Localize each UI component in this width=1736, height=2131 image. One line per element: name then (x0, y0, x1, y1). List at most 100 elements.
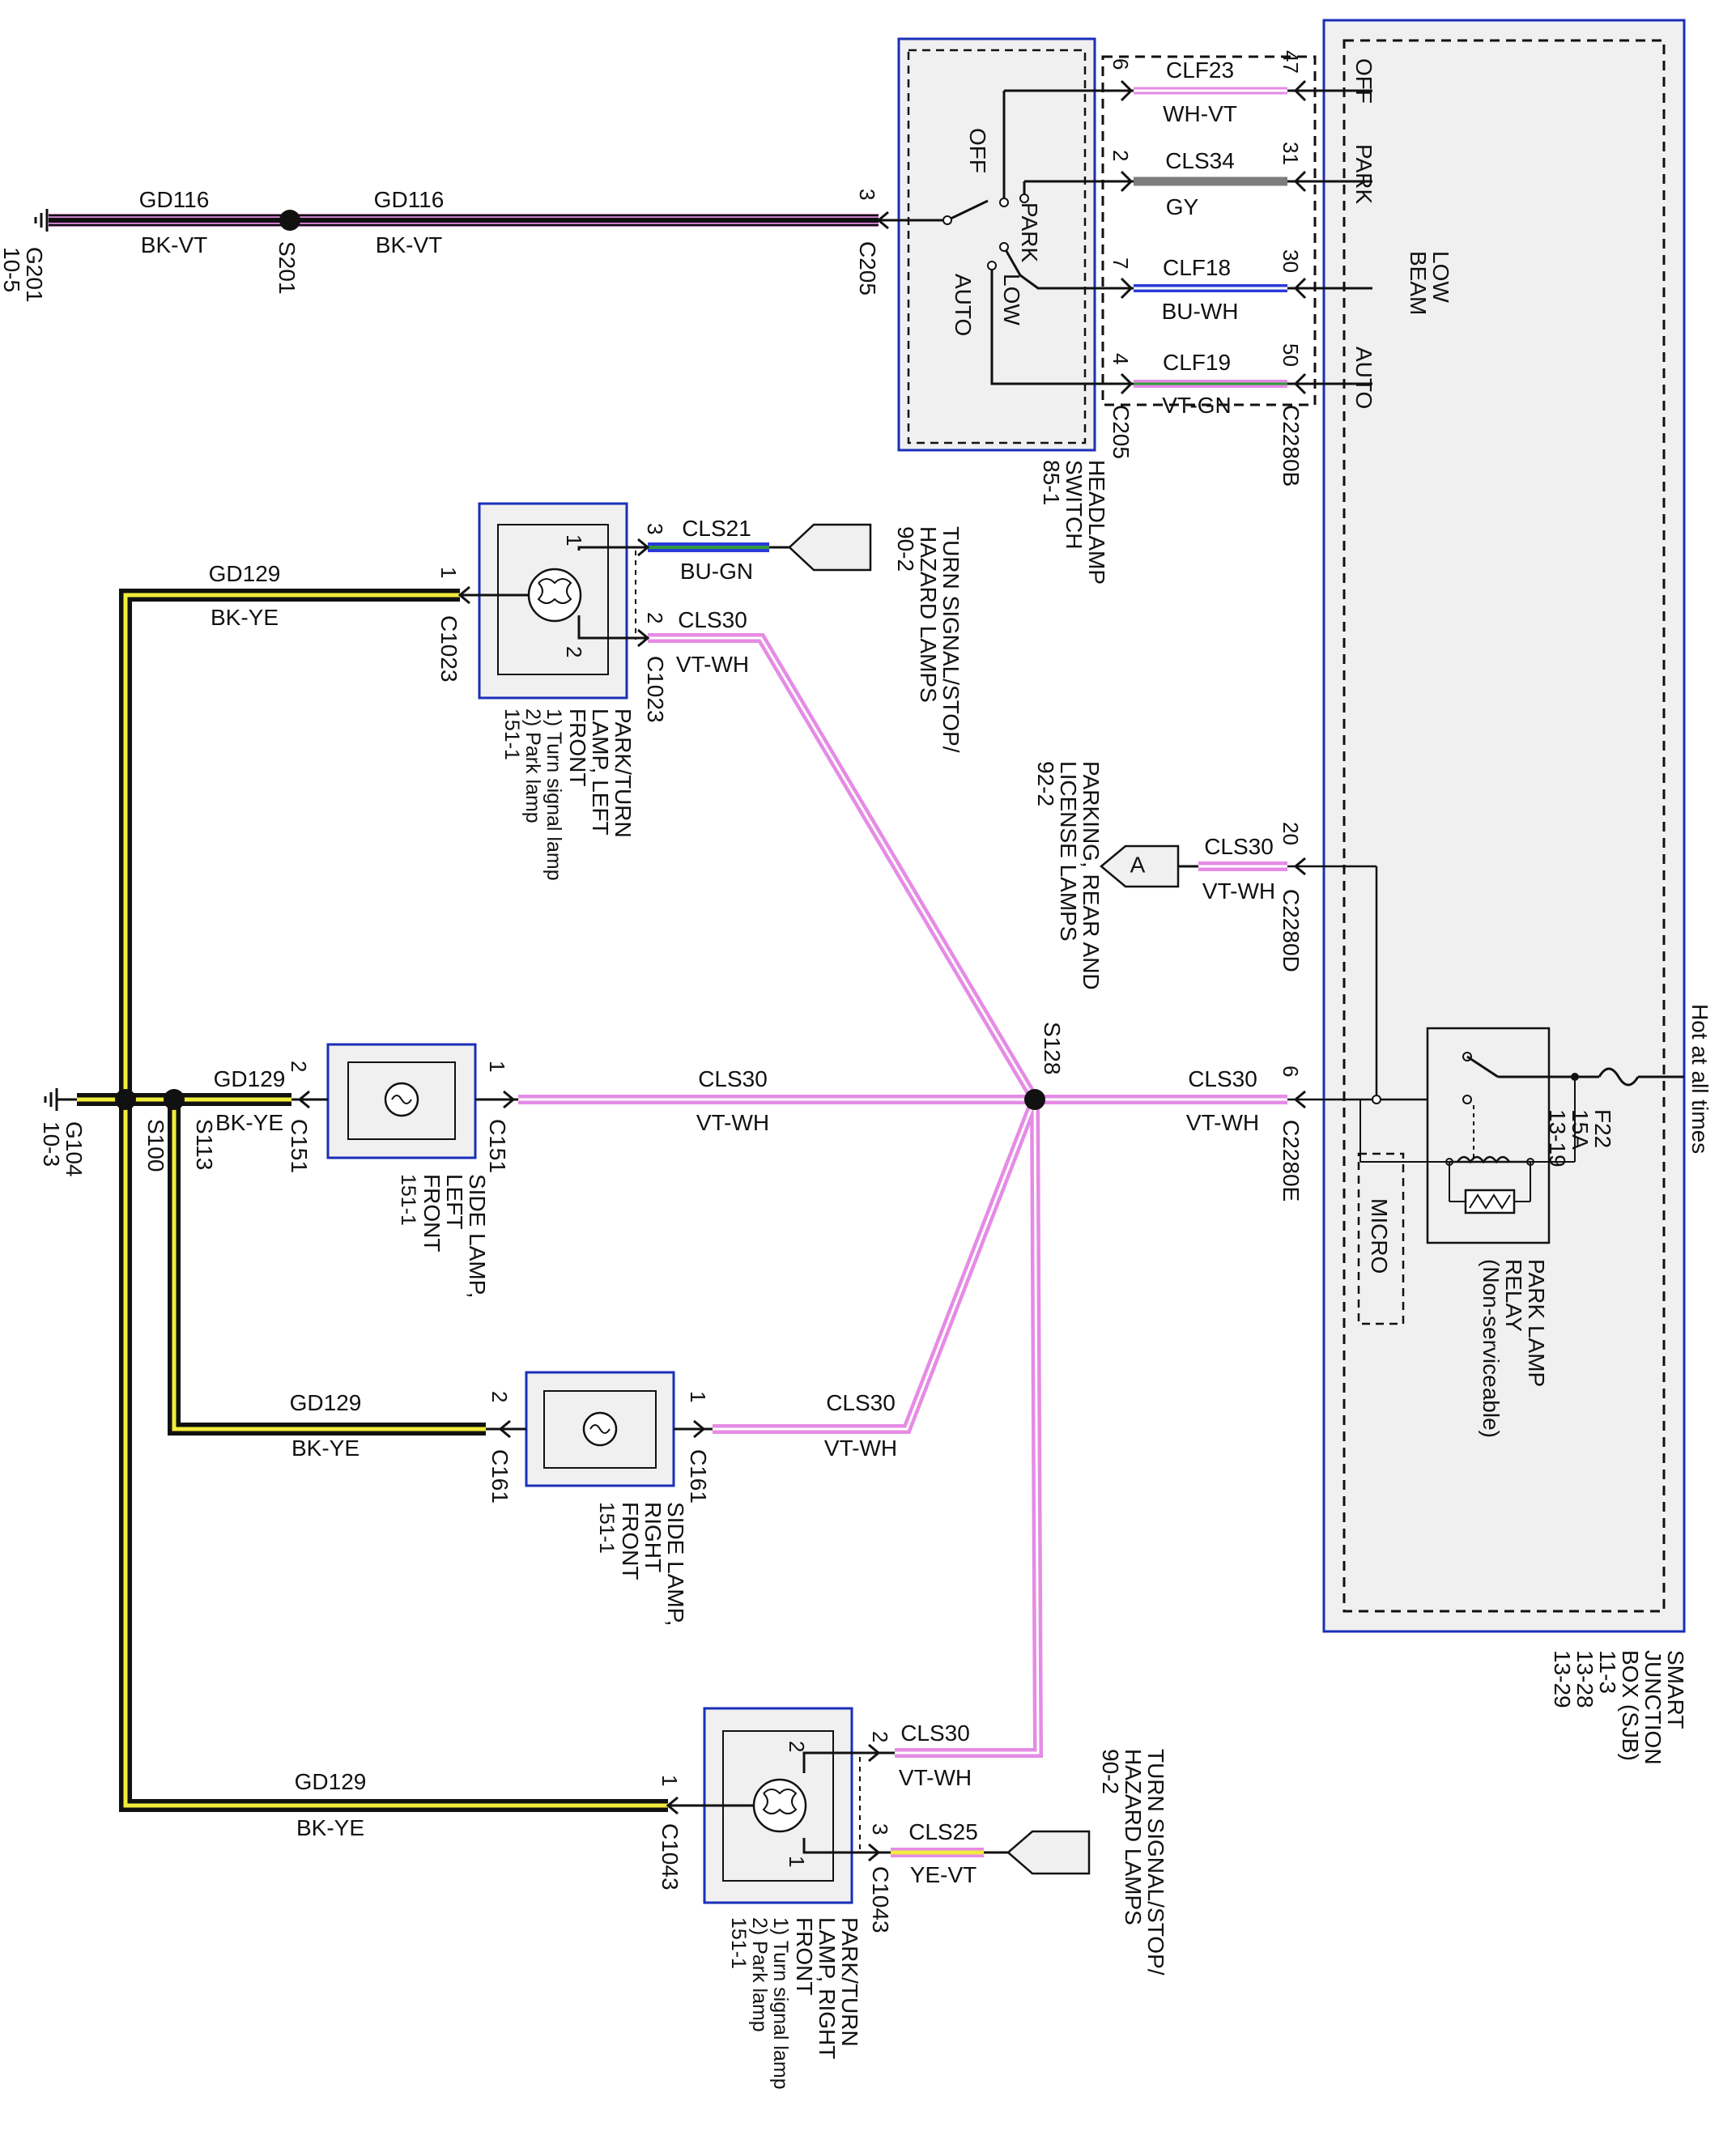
sjb-pin-20: 20 (1279, 822, 1303, 845)
relay-line2: RELAY (1501, 1259, 1526, 1332)
turn-top-line3: 90-2 (893, 526, 918, 572)
hot-at-all-times: Hot at all times (1687, 1004, 1713, 1154)
gd129-c1023-circuit: GD129 (209, 561, 281, 586)
cls30-c1023-color: VT-WH (676, 652, 749, 677)
relay-line1: PARK LAMP (1524, 1259, 1549, 1387)
c161-right-label: C161 (686, 1449, 711, 1504)
cls30-c151-color: VT-WH (696, 1110, 769, 1135)
gd129-c161-circuit: GD129 (290, 1390, 362, 1415)
c205-pin-3: 3 (855, 189, 879, 200)
c205-pin-4: 4 (1108, 353, 1133, 364)
gd116-right-circuit: GD116 (374, 187, 445, 212)
sjb-line1: SMART (1663, 1650, 1688, 1729)
cls30-c1043-circuit: CLS30 (900, 1721, 970, 1746)
lamp1043-pin-2: 2 (785, 1741, 809, 1752)
sjb-pin-50: 50 (1279, 343, 1303, 367)
splice-s128-dot (1024, 1089, 1045, 1110)
pt-right-line3: FRONT (792, 1917, 817, 1995)
cls30-c2280d-circuit: CLS30 (1204, 834, 1274, 859)
headlamp-switch-line2: SWITCH (1062, 460, 1087, 549)
turn-top-line2: HAZARD LAMPS (916, 526, 941, 703)
side-right-line3: FRONT (618, 1502, 643, 1580)
splice-s201-dot (279, 210, 300, 231)
smart-junction-box (1322, 19, 1686, 1633)
pt-left-line3: FRONT (565, 708, 590, 786)
c2280d-label: C2280D (1279, 889, 1304, 972)
side-left-line2: LEFT (442, 1174, 467, 1229)
side-right-line1: SIDE LAMP, (663, 1502, 688, 1627)
park-turn-lamp-left-front (460, 502, 648, 700)
gd116-wire (49, 214, 879, 227)
cls25-color: YE-VT (910, 1862, 976, 1887)
sjb-line3: BOX (SJB) (1618, 1650, 1643, 1761)
side-left-line4: 151-1 (397, 1174, 419, 1226)
switch-low-label: LOW (999, 274, 1024, 325)
c1023-pin-1: 1 (436, 567, 461, 578)
c1043-right-label: C1043 (868, 1866, 893, 1933)
pt-left-line2: LAMP, LEFT (588, 708, 613, 836)
c161-pin-1: 1 (686, 1391, 710, 1402)
c161-pin-2: 2 (487, 1391, 512, 1402)
gd129-c161-color: BK-YE (291, 1436, 360, 1461)
clf23-color: WH-VT (1163, 101, 1237, 126)
sjb-line6: 13-29 (1550, 1650, 1575, 1708)
c205-3-label: C205 (855, 241, 880, 296)
gd129-c151-color: BK-YE (215, 1110, 283, 1135)
c1043-pin-1: 1 (657, 1775, 682, 1786)
side-lamp-left-front (326, 1043, 477, 1159)
cls34-color: GY (1166, 194, 1199, 219)
cls30-network (518, 633, 1464, 1758)
c205-pin-2: 2 (1108, 150, 1133, 161)
side-right-line2: RIGHT (640, 1502, 666, 1572)
splice-s113-dot (164, 1089, 185, 1110)
rotated-labels: G201 10-5 S201 C205 3 OFF PARK LOW AUTO … (0, 50, 1713, 2090)
pt-left-line5: 2) Park lamp (521, 708, 544, 823)
cls34-circuit: CLS34 (1165, 148, 1235, 173)
fuse-f22 (1575, 1067, 1684, 1087)
g104-ref: 10-3 (39, 1121, 64, 1167)
c205-c2280b-connector-box (1101, 55, 1317, 406)
cls30-c161-color: VT-WH (824, 1436, 897, 1461)
g104-id: G104 (62, 1121, 87, 1177)
turn-bottom-line2: HAZARD LAMPS (1121, 1749, 1146, 1925)
turn-bottom-line1: TURN SIGNAL/STOP/ (1143, 1749, 1168, 1976)
park-lamp-relay (1359, 1027, 1576, 1244)
sjb-pin-6: 6 (1279, 1066, 1303, 1077)
switch-auto-label: AUTO (951, 274, 976, 336)
fuse-f22-line3: 13-19 (1545, 1109, 1570, 1168)
c151-pin-1: 1 (485, 1061, 509, 1072)
sjb-off-label: OFF (1351, 58, 1376, 104)
pt-left-line1: PARK/TURN (611, 708, 636, 838)
gd129-c1043-circuit: GD129 (295, 1769, 367, 1794)
lamp1023-pin-2: 2 (562, 646, 586, 657)
c2280e-label: C2280E (1279, 1120, 1304, 1202)
c1023-right-label: C1023 (643, 656, 668, 723)
splice-s128-label: S128 (1040, 1022, 1065, 1074)
clf18-color: BU-WH (1162, 299, 1239, 324)
c1023-pin-2: 2 (643, 612, 667, 623)
c151-right-label: C151 (485, 1119, 510, 1173)
gd129-c1043-color: BK-YE (296, 1815, 364, 1840)
splice-s201-label: S201 (274, 241, 300, 294)
cls34-wire (1120, 170, 1372, 193)
c1023-left-label: C1023 (436, 615, 462, 683)
cls30-c161-circuit: CLS30 (826, 1390, 896, 1415)
c151-left-label: C151 (287, 1119, 312, 1173)
side-lamp-right-front (525, 1371, 675, 1487)
ground-g104-symbol (44, 1088, 77, 1111)
cls30-c2280e-color: VT-WH (1186, 1110, 1259, 1135)
cls21-circuit: CLS21 (682, 516, 751, 541)
side-left-line3: FRONT (419, 1174, 445, 1252)
clf19-wire (1120, 372, 1372, 395)
splice-s100-dot (115, 1089, 136, 1110)
g201-ref: 10-5 (0, 247, 24, 292)
cls21-color: BU-GN (680, 559, 753, 584)
c1043-pin-3: 3 (868, 1823, 892, 1835)
c1023-pin-3: 3 (643, 523, 667, 534)
clf23-circuit: CLF23 (1166, 57, 1234, 83)
relay-output-dot (1372, 1095, 1381, 1104)
cls30-c2280e-circuit: CLS30 (1188, 1066, 1257, 1091)
gd116-right-color: BK-VT (376, 232, 442, 257)
pt-right-line4: 1) Turn signal lamp (769, 1917, 792, 2090)
gd129-c1023-color: BK-YE (211, 605, 279, 630)
